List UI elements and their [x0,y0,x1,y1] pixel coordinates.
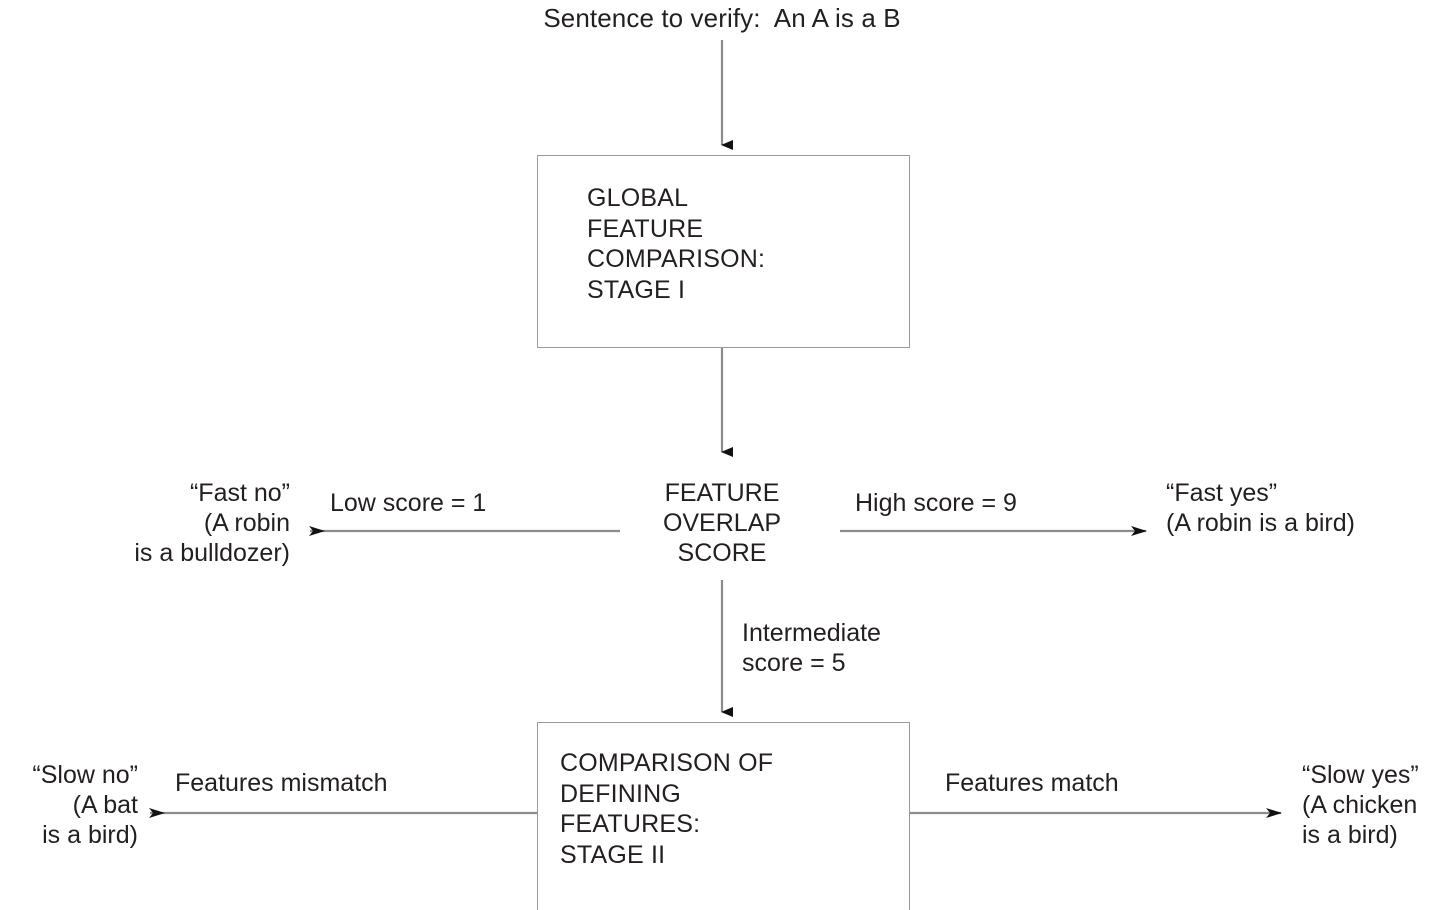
diagram-title: Sentence to verify: An A is a B [543,3,901,33]
edge-label-high-score: High score = 9 [855,489,1017,517]
outcome-fast-yes: “Fast yes” (A robin is a bird) [1166,479,1355,537]
edge-label-low-score: Low score = 1 [330,489,487,517]
stage2-box-label: COMPARISON OF DEFINING FEATURES: STAGE I… [560,749,774,869]
edge-label-features-mismatch: Features mismatch [175,769,388,797]
edge-label-intermediate-score: Intermediate score = 5 [742,619,881,677]
outcome-fast-no: “Fast no” (A robin is a bulldozer) [134,479,290,567]
stage2-box: COMPARISON OF DEFINING FEATURES: STAGE I… [537,722,910,910]
stage1-box: GLOBAL FEATURE COMPARISON: STAGE I [537,155,910,348]
outcome-slow-yes: “Slow yes” (A chicken is a bird) [1302,761,1419,849]
feature-overlap-score-node: FEATURE OVERLAP SCORE [662,479,782,567]
edge-label-features-match: Features match [945,769,1119,797]
outcome-slow-no: “Slow no” (A bat is a bird) [32,761,138,849]
stage1-box-label: GLOBAL FEATURE COMPARISON: STAGE I [587,184,766,304]
